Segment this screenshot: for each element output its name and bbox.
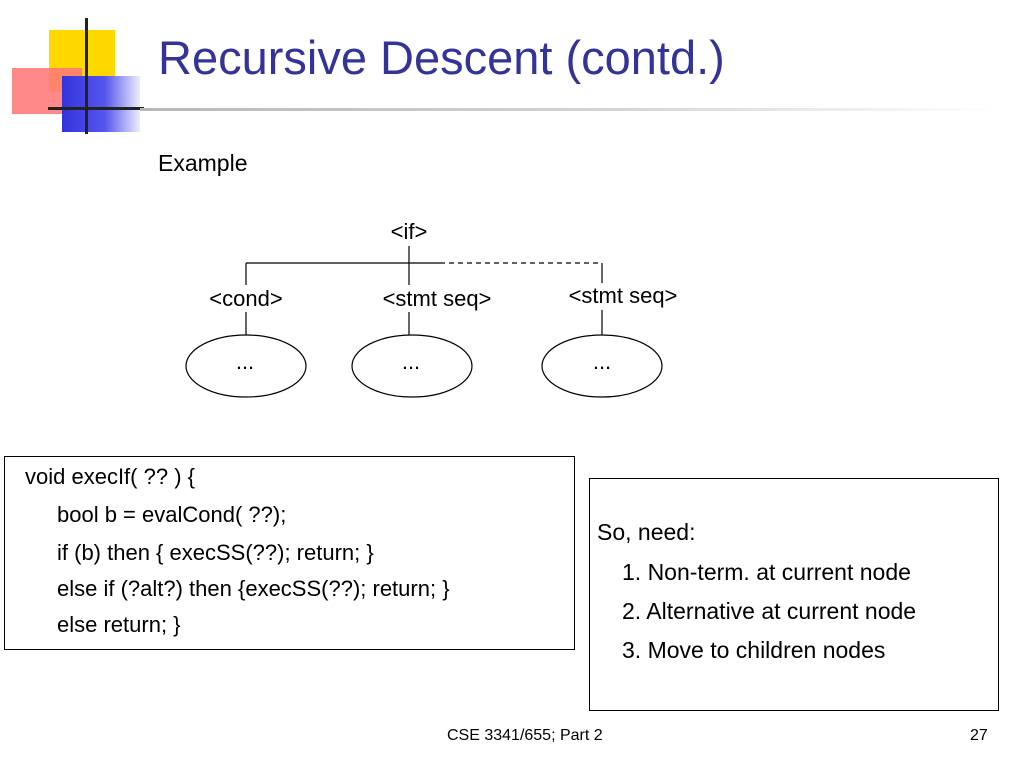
logo-vertical-line [85,18,88,134]
needs-box: So, need: 1. Non-term. at current node 2… [589,478,999,711]
needs-heading: So, need: [597,519,696,545]
logo-blue-square [62,76,140,132]
tree-leaf-label-2: ... [402,349,420,374]
code-box: void execIf( ?? ) { bool b = evalCond( ?… [4,456,575,650]
tree-node-stmt-seq-1: <stmt seq> [383,286,492,311]
parse-tree-diagram: <if> <cond> <stmt seq> <stmt seq> ... ..… [185,219,678,398]
footer-course: CSE 3341/655; Part 2 [447,727,603,744]
needs-item-2: 2. Alternative at current node [622,598,917,624]
tree-leaf-label-3: ... [593,349,611,374]
logo-horizontal-line [48,107,144,110]
code-line-5: else return; } [57,612,181,637]
tree-leaf-oval-1 [185,334,307,398]
needs-item-1: 1. Non-term. at current node [622,559,911,585]
needs-item-3: 3. Move to children nodes [622,637,886,663]
footer-page-number: 27 [970,727,988,744]
tree-leaf-label-1: ... [236,349,254,374]
code-line-4: else if (?alt?) then {execSS(??); return… [57,576,450,601]
slide-title: Recursive Descent (contd.) [158,31,725,84]
tree-node-stmt-seq-2: <stmt seq> [569,283,678,308]
title-divider [140,108,1000,111]
example-label: Example [158,150,248,176]
code-line-3: if (b) then { execSS(??); return; } [57,540,374,565]
tree-leaf-oval-2 [351,334,473,398]
code-line-2: bool b = evalCond( ??); [57,502,287,527]
tree-node-cond: <cond> [209,286,282,311]
tree-root-label: <if> [391,219,428,244]
tree-leaf-oval-3 [541,334,663,398]
code-line-1: void execIf( ?? ) { [25,464,195,489]
